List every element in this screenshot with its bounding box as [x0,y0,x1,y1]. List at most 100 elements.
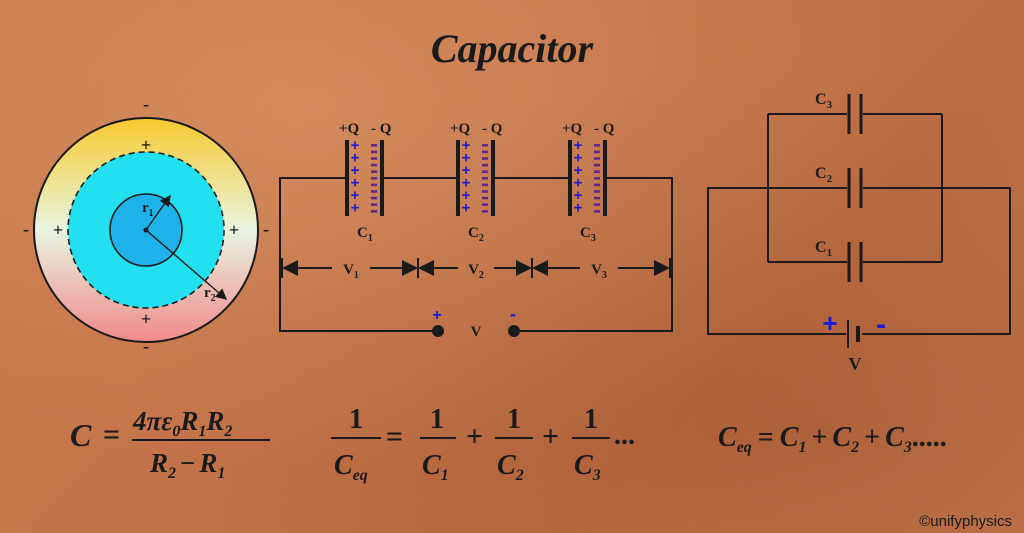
charge-minus-top: - [143,94,149,114]
formula-ser-one-2: 1 [507,404,521,435]
negative-charge [371,210,377,213]
negative-charge [482,144,488,147]
series-capacitor-3: +++++++Q- QC3 [562,121,615,244]
charge-plus-left: + [53,220,63,240]
charge-minus-bottom: - [143,336,149,356]
negative-charge [594,183,600,187]
parallel-capacitor-3: C1 [768,239,942,282]
series-wire-left [279,177,438,332]
v2-label: V2 [468,262,484,281]
positive-charge: + [462,162,471,179]
parallel-cap-label-2: C2 [815,165,833,185]
series-voltage-label: V [471,324,482,340]
negative-charge [594,163,600,167]
positive-charge: + [574,175,583,192]
negative-charge [594,190,600,193]
terminal-negative [508,325,520,337]
series-capacitor-2: +++++++Q- QC2 [450,121,503,244]
negative-charge [482,183,488,187]
formula-ser-ceq: Ceq [334,450,368,484]
negative-charge [371,196,377,200]
formula-ser-one-3: 1 [584,404,598,435]
negative-charge [594,203,600,206]
positive-charge: + [351,200,360,217]
negative-charge [594,170,600,173]
negative-charge [371,170,377,173]
cap-plate-positive [345,140,349,216]
positive-charge: + [462,187,471,204]
positive-charge: + [462,175,471,192]
negative-charge [482,163,488,167]
cap-plate-positive [456,140,460,216]
negative-charge [594,196,600,200]
negative-charge [371,183,377,187]
positive-charge: + [462,150,471,167]
series-cap-label-3: C3 [580,225,596,244]
formula-spherical: C = 4πε0R1R2 R2−R1 [70,406,270,482]
negative-charge [371,157,377,160]
positive-charge: + [351,175,360,192]
terminal-plus-sign: + [432,307,441,324]
v1-label: V1 [343,262,359,281]
positive-charge: + [462,200,471,217]
positive-charge: + [351,162,360,179]
formula-ser-plus-2: + [542,420,559,453]
formula-sph-eq: = [103,418,120,451]
negative-charge [482,196,488,200]
cap-plate-negative [380,140,384,216]
series-cap-label-1: C1 [357,225,373,244]
charge-plus-top: + [141,135,151,155]
formula-parallel: Ceq=C1+C2+C3..... [718,422,947,456]
formula-ser-eq: = [386,420,403,453]
negative-charge [594,150,600,154]
r2-label: r2 [204,285,216,304]
minus-q-label: - Q [594,121,615,137]
negative-charge [594,210,600,213]
v3-label: V3 [591,262,607,281]
charge-minus-right: - [263,219,269,239]
cap-plate-negative [491,140,495,216]
parallel-wire-left [707,187,846,335]
positive-charge: + [351,137,360,154]
battery-minus-sign: - [876,308,886,341]
negative-charge [371,144,377,147]
positive-charge: + [574,162,583,179]
parallel-voltage-label: V [849,354,862,374]
formula-series: 1 Ceq = 1 C1 + 1 C2 + 1 C3 ... [331,404,635,484]
minus-q-label: - Q [482,121,503,137]
negative-charge [482,177,488,180]
negative-charge [371,203,377,206]
series-cap-label-2: C2 [468,225,484,244]
plus-q-label: +Q [339,121,360,137]
negative-charge [371,150,377,154]
formula-ser-plus-1: + [466,420,483,453]
positive-charge: + [574,137,583,154]
r1-label: r1 [142,200,154,219]
negative-charge [482,190,488,193]
formula-sph-denominator: R2−R1 [149,448,225,482]
charge-plus-right: + [229,220,239,240]
parallel-cap-label-3: C1 [815,239,832,259]
negative-charge [482,150,488,154]
credit-text: ©unifyphysics [919,513,1012,530]
formula-sph-numerator: 4πε0R1R2 [132,406,232,440]
negative-charge [371,163,377,167]
terminal-minus-sign: - [510,304,516,324]
formula-ser-c1: C1 [422,450,449,484]
battery-plus-sign: + [822,308,837,338]
spherical-capacitor: r1 r2 - + + - - + + - [23,94,269,356]
formula-ser-c2: C2 [497,450,524,484]
series-wire-right [514,177,673,332]
positive-charge: + [351,150,360,167]
formula-ser-one-lhs: 1 [349,404,363,435]
series-capacitor-1: +++++++Q- QC1 [339,121,392,244]
negative-charge [594,144,600,147]
negative-charge [371,177,377,180]
plus-q-label: +Q [562,121,583,137]
radius-r1-arrow [145,194,171,231]
page-title: Capacitor [431,26,594,71]
formula-par-expression: Ceq=C1+C2+C3..... [718,422,947,456]
